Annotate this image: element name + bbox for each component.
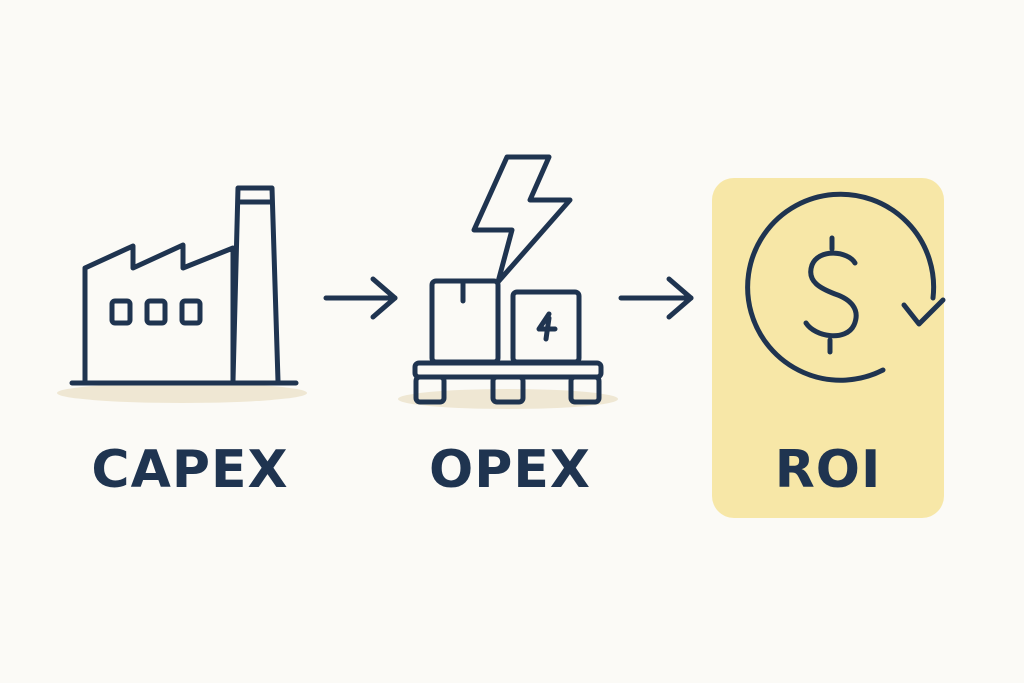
factory-icon [69, 185, 299, 386]
dollar-cycle-icon [745, 191, 946, 383]
roi-label: ROI [774, 440, 882, 500]
dollar-sign-icon [803, 250, 859, 339]
opex-label: OPEX [429, 440, 591, 500]
arrow-right-icon [323, 276, 398, 320]
capex-label: CAPEX [91, 440, 289, 500]
lightning-icon [471, 154, 573, 285]
opex-ground-shadow [398, 389, 618, 409]
pallet-energy-icon [412, 154, 604, 405]
capex-ground-shadow [57, 383, 307, 403]
arrow-right-icon [618, 276, 694, 320]
plus-mark-icon [536, 311, 558, 342]
